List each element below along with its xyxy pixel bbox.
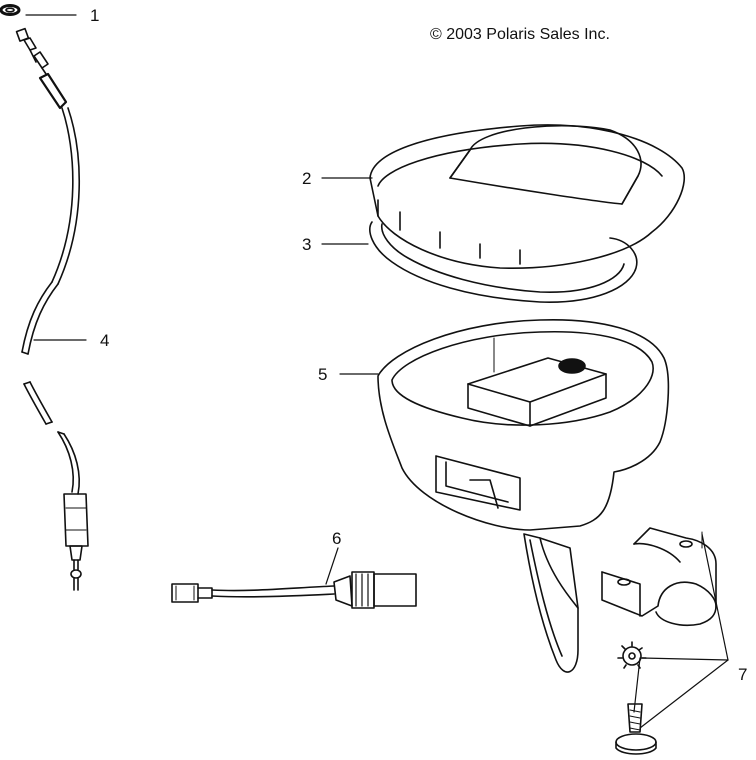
callout-7: 7 bbox=[738, 665, 748, 684]
clamp-part-7 bbox=[602, 528, 716, 625]
callout-6: 6 bbox=[332, 529, 342, 548]
star-washer-part-7 bbox=[618, 642, 646, 668]
bolt-part-7 bbox=[616, 704, 656, 754]
copyright-notice: © 2003 Polaris Sales Inc. bbox=[430, 26, 610, 43]
leader-lines bbox=[26, 15, 728, 728]
callout-5: 5 bbox=[318, 365, 328, 384]
wire-harness-part-6 bbox=[172, 572, 416, 608]
o-ring-part-1 bbox=[1, 6, 19, 15]
callout-4: 4 bbox=[100, 331, 110, 350]
throttle-cable-part-4 bbox=[17, 29, 88, 590]
throttle-cover-part-2 bbox=[370, 125, 684, 268]
callout-3: 3 bbox=[302, 235, 312, 254]
callout-2: 2 bbox=[302, 169, 312, 188]
throttle-housing-part-5 bbox=[378, 320, 668, 672]
callout-1: 1 bbox=[90, 6, 100, 25]
gasket-part-3 bbox=[370, 222, 637, 302]
